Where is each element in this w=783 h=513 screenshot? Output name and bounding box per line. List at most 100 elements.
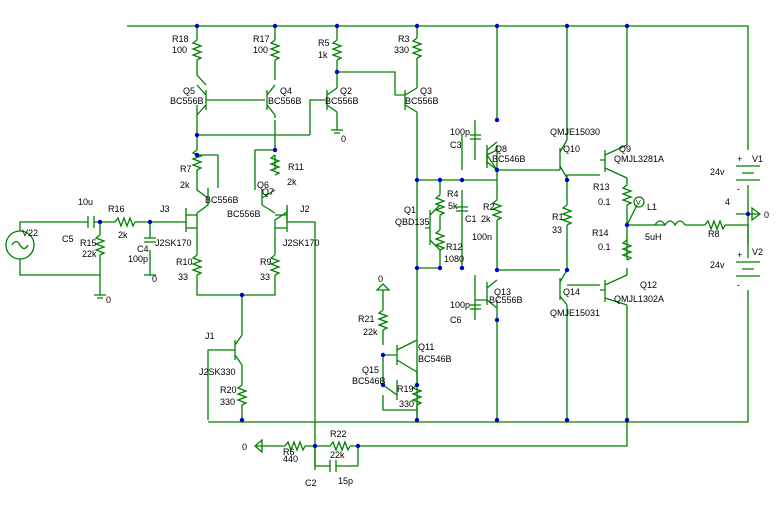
label-r14: R14	[592, 228, 609, 238]
label-r13-value: 0.1	[598, 197, 611, 207]
label-r16-value: 2k	[118, 230, 128, 240]
ground-q11	[375, 283, 391, 291]
label-q15-type: BC546B	[352, 376, 386, 386]
transistor-q4	[266, 84, 276, 116]
label-q4-type: BC556B	[268, 96, 302, 106]
label-l1: L1	[647, 202, 657, 212]
transistor-q12	[600, 274, 628, 306]
label-c2-value: 15p	[338, 476, 353, 486]
transistor-q14	[559, 269, 568, 306]
resistor-r21	[377, 309, 389, 331]
label-r3: R3	[398, 34, 410, 44]
label-r14-value: 0.1	[598, 242, 611, 252]
label-r4-value: 5k	[448, 201, 458, 211]
label-q14: Q14	[563, 287, 580, 297]
label-ground-feedback: 0	[242, 442, 247, 452]
label-q9: Q9	[619, 144, 631, 154]
label-r17-value: 100	[253, 45, 268, 55]
label-q10: Q10	[563, 144, 580, 154]
label-c6: C6	[450, 315, 462, 325]
resistor-r22	[329, 440, 351, 452]
battery-v2	[736, 261, 760, 277]
label-v1: V1	[752, 154, 763, 164]
label-c5-value: 10u	[78, 197, 93, 207]
label-ground-output: 0	[764, 210, 769, 220]
label-c4-value: 100p	[128, 254, 148, 264]
transistor-q5	[196, 84, 265, 116]
resistor-r17	[269, 39, 281, 61]
wire-bottom-rail	[208, 290, 749, 423]
label-c1-value: 100n	[472, 232, 492, 242]
label-r4: R4	[447, 189, 459, 199]
resistor-r18	[191, 39, 203, 61]
capacitor-c1	[456, 206, 468, 212]
label-q15: Q15	[362, 365, 379, 375]
capacitor-c6	[470, 304, 481, 310]
resistor-r6	[284, 440, 306, 452]
capacitor-c2	[329, 460, 337, 472]
label-q6-type: BC556B	[205, 195, 239, 205]
label-j2: J2	[300, 204, 310, 214]
label-probe: V	[636, 200, 641, 207]
label-q13-type: BC556B	[489, 295, 523, 305]
resistor-r4	[434, 194, 446, 216]
jfet-j3	[176, 208, 197, 232]
label-r9: R9	[260, 257, 272, 267]
label-r11-value: 2k	[287, 177, 297, 187]
resistor-r10	[191, 254, 203, 276]
label-j3: J3	[160, 204, 170, 214]
label-r2: R2	[483, 202, 495, 212]
label-r22: R22	[330, 429, 347, 439]
label-r2-value: 2k	[481, 214, 491, 224]
label-r12: R12	[446, 242, 463, 252]
label-r21-value: 22k	[363, 327, 378, 337]
wire-input	[19, 221, 176, 295]
label-c5: C5	[62, 234, 74, 244]
resistor-r12	[434, 229, 446, 251]
label-r8-value: 4	[725, 197, 730, 207]
inductor-l1	[654, 220, 686, 227]
label-q5: Q5	[183, 86, 195, 96]
label-ground-q2: 0	[341, 134, 346, 144]
label-r3-value: 330	[394, 45, 409, 55]
label-q8-type: BC546B	[492, 154, 526, 164]
label-r20-value: 330	[220, 397, 235, 407]
label-q12-type: QMJL1302A	[614, 294, 664, 304]
wire-r5	[309, 26, 396, 135]
label-r7: R7	[180, 164, 192, 174]
resistor-r5	[331, 39, 343, 61]
battery-v1	[736, 165, 760, 181]
wire-r3	[395, 26, 418, 420]
label-v2: V2	[752, 247, 763, 257]
label-q3-type: BC556B	[405, 96, 439, 106]
resistor-r19	[411, 384, 423, 406]
transistor-q13	[486, 279, 498, 309]
wire-load	[685, 224, 749, 258]
label-q14-type: QMJE15031	[550, 308, 600, 318]
label-ground-c4: 0	[152, 274, 157, 284]
label-r6-value: 440	[283, 454, 298, 464]
capacitor-c5	[87, 216, 95, 228]
label-c1: C1	[465, 214, 477, 224]
label-r8: R8	[708, 229, 720, 239]
label-ground-input: 0	[106, 295, 111, 305]
capacitor-c4	[144, 237, 156, 243]
label-c6-value: 100p	[450, 300, 470, 310]
label-r19-value: 330	[399, 399, 414, 409]
label-c3: C3	[450, 140, 462, 150]
ground-output	[751, 206, 762, 222]
source-v22-wave	[11, 240, 29, 250]
label-v2-value: 24v	[710, 260, 725, 270]
label-r1: R1	[552, 212, 564, 222]
label-v22: V22	[22, 228, 38, 238]
transistor-q3	[404, 87, 418, 113]
wire-output-stage	[566, 26, 665, 420]
label-v1-value: 24v	[710, 167, 725, 177]
label-r21: R21	[358, 314, 375, 324]
label-r13: R13	[593, 182, 610, 192]
label-r5: R5	[318, 38, 330, 48]
capacitor-c3	[470, 134, 481, 140]
label-r20: R20	[220, 385, 237, 395]
label-q1: Q1	[404, 205, 416, 215]
